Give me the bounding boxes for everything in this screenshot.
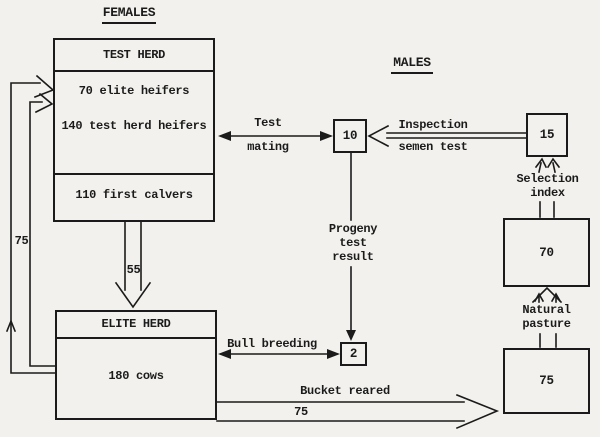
natural-pasture-label-2: pasture [522, 317, 571, 331]
inspection-arrow [367, 124, 527, 148]
progeny-label-2: test [339, 236, 367, 250]
test-herd-box: TEST HERD 70 elite heifers 140 test herd… [53, 38, 215, 222]
progeny-label-3: result [332, 250, 374, 264]
test-mating-label-2: mating [247, 140, 289, 154]
progeny-label-1: Progeny [328, 222, 378, 236]
progeny-result-arrow [346, 152, 356, 341]
feedback-inner-line [29, 92, 56, 367]
females-heading: FEMALES [102, 6, 156, 24]
bulls-box-10: 10 [333, 119, 367, 153]
selection-index-label-2: index [530, 186, 565, 200]
inspection-label: Inspection [398, 118, 468, 132]
bulls-box-15: 15 [526, 113, 568, 157]
selection-index-arrows [534, 157, 561, 218]
elite-herd-box: ELITE HERD 180 cows [55, 310, 217, 420]
test-herd-line-first-calvers: 110 first calvers [75, 188, 193, 202]
semen-test-label: semen test [398, 140, 468, 154]
flow-count-75-bucket: 75 [294, 405, 308, 419]
bulls-box-75: 75 [503, 348, 590, 414]
natural-pasture-label-1: Natural [522, 303, 571, 317]
bull-breeding-label: Bull breeding [227, 337, 317, 351]
bulls-box-70: 70 [503, 218, 590, 287]
feedback-outer-line [5, 74, 56, 374]
bulls-box-2: 2 [340, 342, 367, 366]
test-herd-divider-1 [55, 70, 213, 72]
bucket-reared-arrow [216, 393, 500, 430]
flow-count-55: 55 [126, 263, 141, 277]
flow-count-75-left: 75 [14, 234, 29, 248]
test-mating-arrow [218, 131, 333, 141]
selection-index-label-1: Selection [516, 172, 579, 186]
natural-pasture-arrows [531, 286, 563, 348]
males-heading: MALES [391, 56, 433, 74]
test-herd-line-test-heifers: 140 test herd heifers [61, 119, 207, 133]
elite-herd-divider [57, 337, 215, 339]
flow-55-arrow [114, 221, 152, 309]
test-mating-label-1: Test [254, 116, 282, 130]
elite-herd-line-cows: 180 cows [108, 369, 164, 383]
test-herd-title: TEST HERD [102, 48, 166, 62]
bull-breeding-arrow [218, 349, 340, 359]
elite-herd-title: ELITE HERD [101, 317, 171, 331]
test-herd-line-elite-heifers: 70 elite heifers [78, 84, 190, 98]
test-herd-divider-2 [55, 173, 213, 175]
bucket-reared-label: Bucket reared [300, 384, 390, 398]
